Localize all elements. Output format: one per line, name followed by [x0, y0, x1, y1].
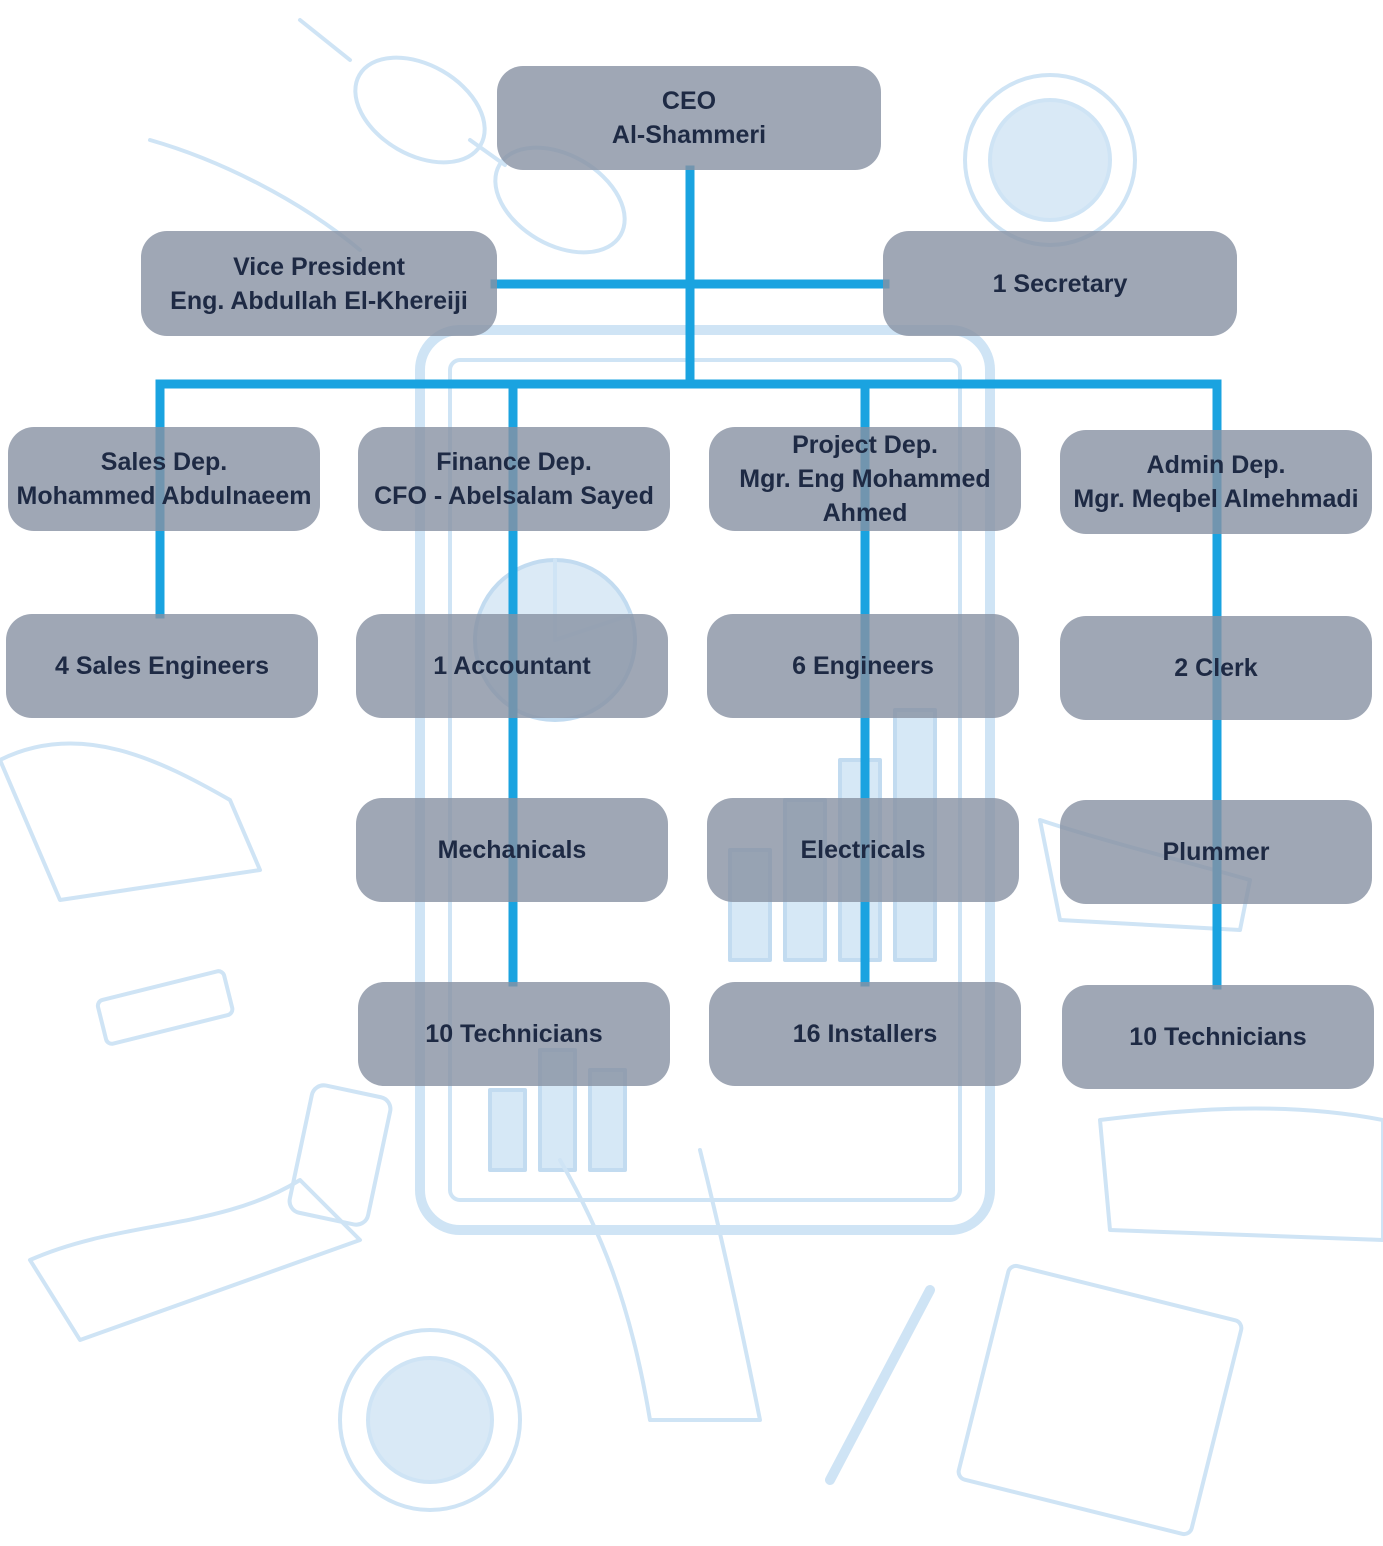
- node-title: 10 Technicians: [425, 1020, 603, 1048]
- node-person: Mgr. Eng Mohammed Ahmed: [739, 465, 991, 527]
- node-title: CEO: [661, 87, 717, 115]
- node-title: Plummer: [1162, 838, 1270, 866]
- tablet-sketch: [415, 325, 995, 1235]
- node-title: 4 Sales Engineers: [54, 652, 269, 680]
- node-person: CFO - Abelsalam Sayed: [374, 482, 654, 510]
- node-sales-engineers[interactable]: 4 Sales Engineers: [6, 614, 318, 718]
- node-person: Mgr. Meqbel Almehmadi: [1073, 485, 1359, 513]
- node-sales-department[interactable]: Sales Dep. Mohammed Abdulnaeem: [8, 427, 320, 531]
- node-title: 6 Engineers: [792, 652, 934, 680]
- node-finance-department[interactable]: Finance Dep. CFO - Abelsalam Sayed: [358, 427, 670, 531]
- node-title: Project Dep.: [792, 431, 938, 459]
- node-title: 2 Clerk: [1174, 654, 1258, 682]
- node-title: Mechanicals: [437, 836, 587, 864]
- pen-sketch: [825, 1285, 935, 1485]
- node-plummer[interactable]: Plummer: [1060, 800, 1372, 904]
- node-title: 10 Technicians: [1129, 1023, 1307, 1051]
- node-mechanicals[interactable]: Mechanicals: [356, 798, 668, 902]
- node-admin-department[interactable]: Admin Dep. Mgr. Meqbel Almehmadi: [1060, 430, 1372, 534]
- node-title: Electricals: [800, 836, 926, 864]
- glasses-sketch: [298, 18, 627, 255]
- node-title: 1 Accountant: [433, 652, 591, 680]
- usb-sketch: [95, 969, 235, 1046]
- node-title: Finance Dep.: [436, 448, 592, 476]
- node-electricals[interactable]: Electricals: [707, 798, 1019, 902]
- node-project-department[interactable]: Project Dep. Mgr. Eng Mohammed Ahmed: [709, 427, 1021, 531]
- node-vice-president[interactable]: Vice President Eng. Abdullah El-Khereiji: [141, 231, 497, 336]
- node-title: Sales Dep.: [100, 448, 228, 476]
- node-title: Admin Dep.: [1146, 451, 1286, 479]
- coffee-cup-sketch: [338, 73, 1137, 1512]
- node-person: Eng. Abdullah El-Khereiji: [170, 286, 468, 315]
- node-finance-technicians[interactable]: 10 Technicians: [358, 982, 670, 1086]
- node-admin-technicians[interactable]: 10 Technicians: [1062, 985, 1374, 1089]
- notebook-sketch: [956, 1263, 1244, 1537]
- node-secretary[interactable]: 1 Secretary: [883, 231, 1237, 336]
- node-title: Vice President: [233, 252, 405, 281]
- node-clerk[interactable]: 2 Clerk: [1060, 616, 1372, 720]
- node-installers[interactable]: 16 Installers: [709, 982, 1021, 1086]
- node-engineers[interactable]: 6 Engineers: [707, 614, 1019, 718]
- node-accountant[interactable]: 1 Accountant: [356, 614, 668, 718]
- phone-sketch: [287, 1083, 393, 1227]
- node-person: Al-Shammeri: [611, 121, 767, 149]
- node-title: 16 Installers: [792, 1020, 938, 1048]
- node-person: Mohammed Abdulnaeem: [16, 482, 312, 510]
- node-ceo[interactable]: CEO Al-Shammeri: [497, 66, 881, 170]
- node-title: 1 Secretary: [992, 269, 1128, 298]
